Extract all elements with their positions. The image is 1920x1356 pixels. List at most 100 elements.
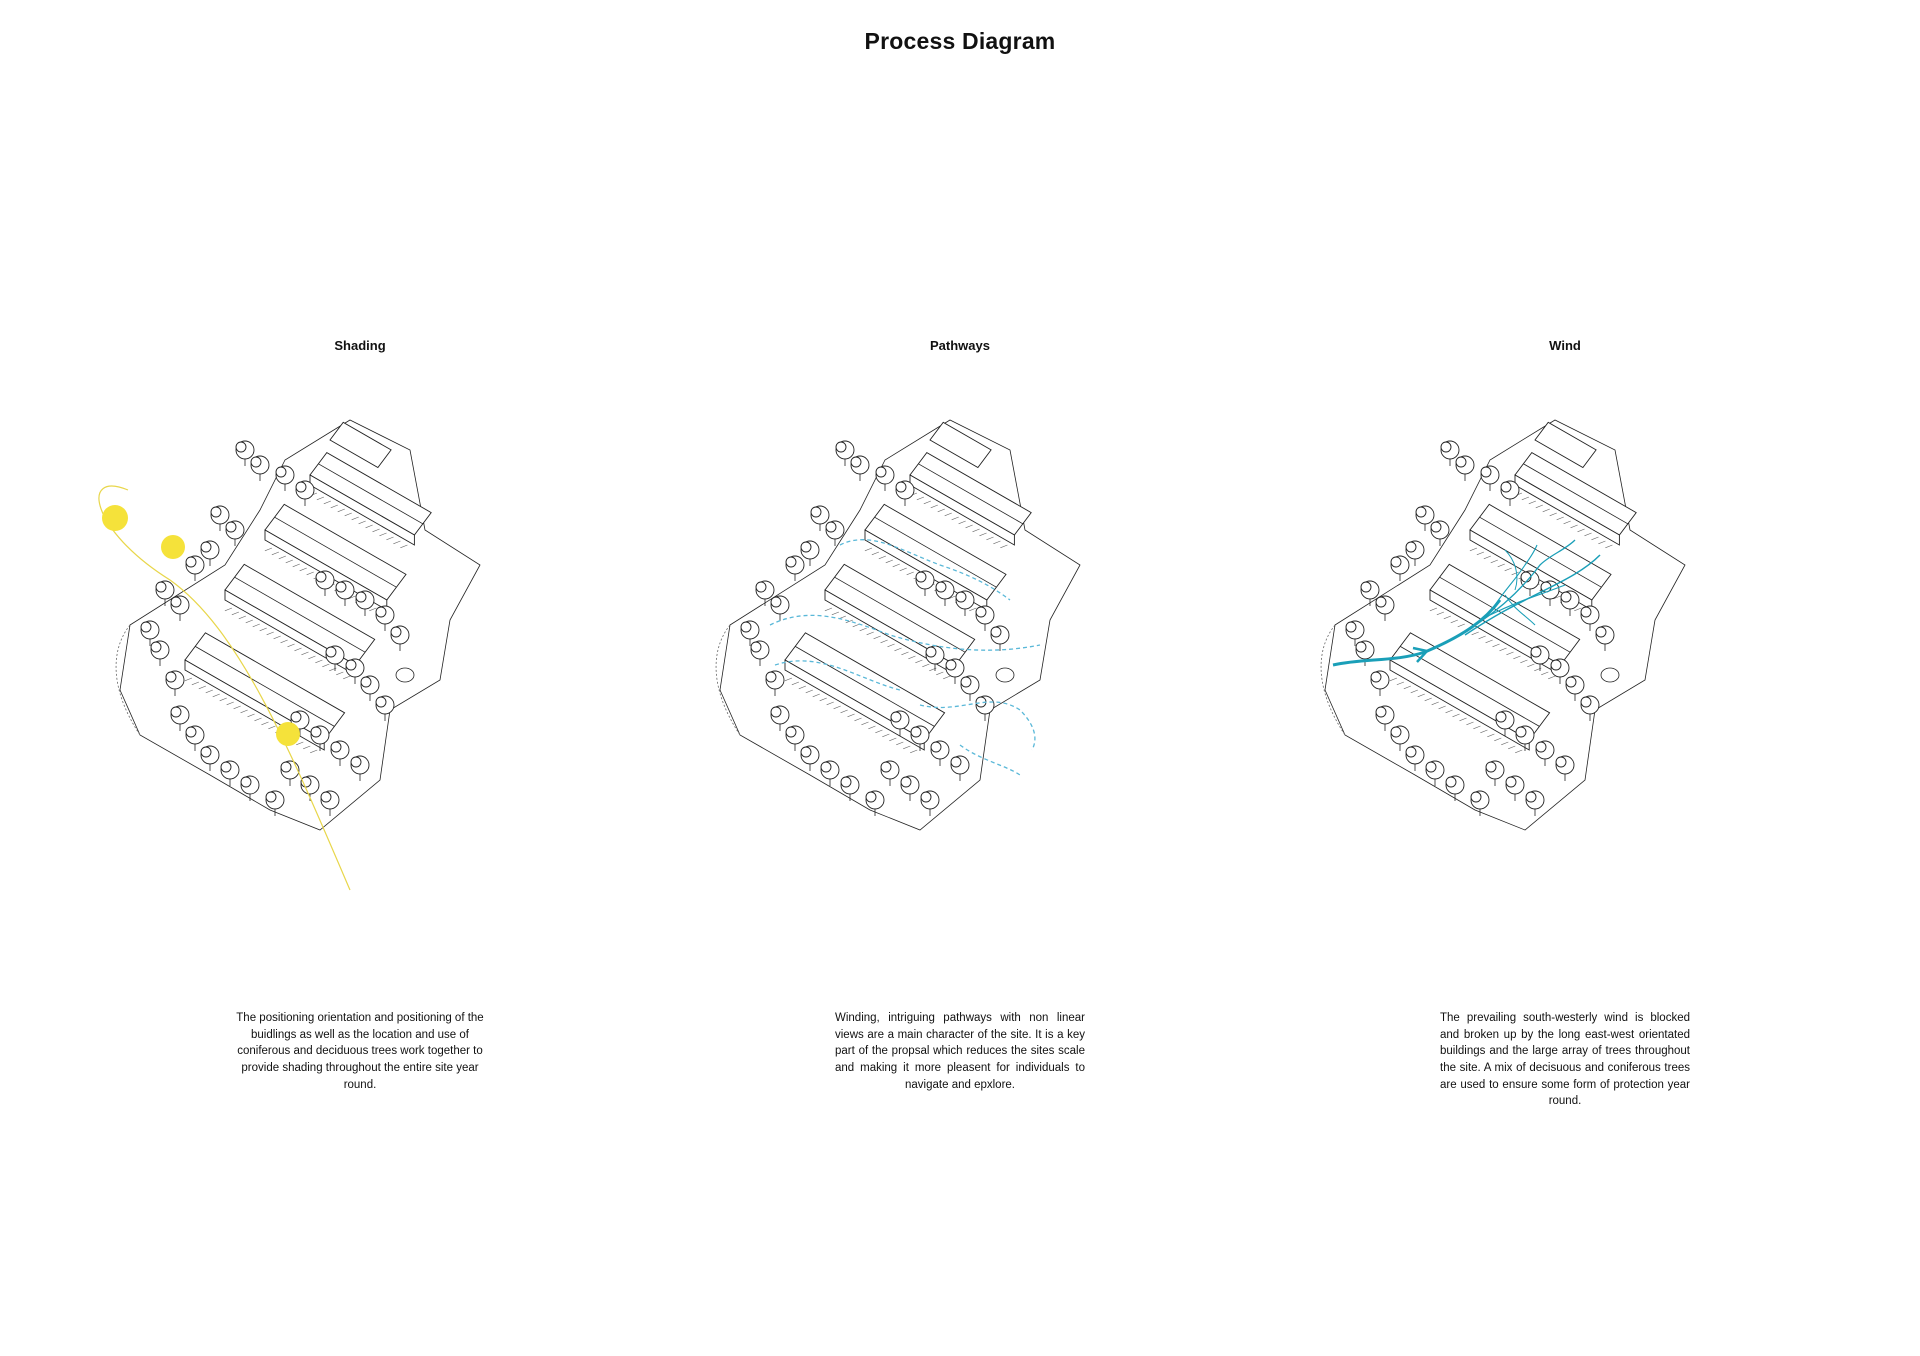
garden-hatch (336, 671, 344, 676)
tree (1405, 745, 1425, 771)
pathway-route-1 (839, 539, 1011, 601)
garden-hatch (1506, 651, 1514, 656)
garden-hatch (198, 685, 206, 690)
building-facade (309, 474, 415, 546)
tree (275, 465, 295, 491)
garden-hatch (285, 559, 293, 564)
garden-hatch (247, 713, 255, 718)
garden-hatch (310, 749, 318, 754)
garden-hatch (1563, 520, 1571, 525)
tree (1390, 555, 1410, 581)
garden-hatch (294, 647, 302, 652)
garden-hatch (1508, 745, 1516, 750)
tree (1430, 520, 1450, 546)
garden-hatch (1466, 721, 1474, 726)
garden-hatch (1429, 607, 1438, 612)
wind-branch-5 (1504, 594, 1536, 626)
sun-path-overlay (98, 485, 351, 891)
garden-hatch (1549, 512, 1557, 517)
tree (375, 605, 395, 631)
pond (1600, 667, 1620, 683)
page-title: Process Diagram (864, 28, 1056, 54)
tree (265, 790, 285, 816)
garden-hatch (791, 681, 800, 686)
tree (325, 645, 345, 671)
wind-branch-3 (1489, 584, 1566, 616)
garden-hatch (212, 693, 220, 698)
garden-hatch (254, 717, 262, 722)
garden-hatch (979, 532, 987, 537)
garden-hatch (880, 639, 888, 644)
tree (955, 590, 975, 616)
garden-hatch (1450, 619, 1458, 624)
garden-hatch (1483, 555, 1491, 560)
tree (770, 705, 790, 731)
garden-hatch (231, 611, 240, 616)
site-boundary-curve (1320, 624, 1346, 736)
garden-hatch (1513, 655, 1521, 660)
building-ridge (195, 646, 335, 727)
building-ridge (1439, 576, 1571, 653)
tree (350, 755, 370, 781)
garden-hatch (191, 681, 200, 686)
tree (785, 725, 805, 751)
garden-hatch (878, 555, 886, 560)
garden-hatch (205, 689, 213, 694)
pavilion (929, 421, 992, 469)
garden-hatch (889, 737, 897, 742)
garden-hatch (330, 504, 338, 509)
garden-hatch (845, 619, 853, 624)
tree (1520, 570, 1540, 596)
sun-position-winter (102, 505, 128, 531)
garden-hatch (1476, 551, 1485, 556)
garden-hatch (923, 500, 931, 505)
garden-hatch (233, 705, 241, 710)
garden-hatch (943, 675, 951, 680)
tree (295, 480, 315, 506)
tree (335, 580, 355, 606)
tree (375, 695, 395, 721)
pond (395, 667, 415, 683)
sun-position-summer (276, 722, 300, 746)
site-base (1320, 419, 1686, 831)
garden-hatch (271, 551, 280, 556)
tree (875, 465, 895, 491)
garden-hatch (400, 544, 408, 549)
garden-hatch (273, 635, 281, 640)
garden-hatch (301, 651, 309, 656)
tree (990, 625, 1010, 651)
tree (1530, 645, 1550, 671)
tree (1580, 695, 1600, 721)
garden-hatch (386, 536, 394, 541)
building-ridge (918, 463, 1023, 525)
tree (1525, 790, 1545, 816)
pathway-route-4 (919, 701, 1036, 751)
pond (995, 667, 1015, 683)
garden-hatch (268, 725, 276, 730)
tree (900, 775, 920, 801)
site-axonometric-pathways (715, 419, 1081, 831)
tree (1565, 675, 1585, 701)
garden-hatch (1431, 701, 1439, 706)
garden-hatch (986, 536, 994, 541)
tree (975, 605, 995, 631)
garden-hatch (344, 512, 352, 517)
tree (925, 645, 945, 671)
tree (1550, 658, 1570, 684)
caption-shading: The positioning orientation and position… (236, 1012, 484, 1091)
tree (170, 595, 190, 621)
tree (910, 725, 930, 751)
tree (1580, 605, 1600, 631)
garden-hatch (184, 677, 193, 682)
garden-hatch (1459, 717, 1467, 722)
garden-hatch (1445, 709, 1453, 714)
garden-hatch (948, 595, 956, 600)
building-ridge (1523, 463, 1628, 525)
garden-hatch (259, 627, 267, 632)
garden-hatch (1389, 677, 1398, 682)
pathway-route-2 (769, 614, 1041, 651)
garden-hatch (1480, 729, 1488, 734)
building-ridge (274, 516, 397, 588)
garden-hatch (1485, 639, 1493, 644)
garden-hatch (1605, 544, 1613, 549)
